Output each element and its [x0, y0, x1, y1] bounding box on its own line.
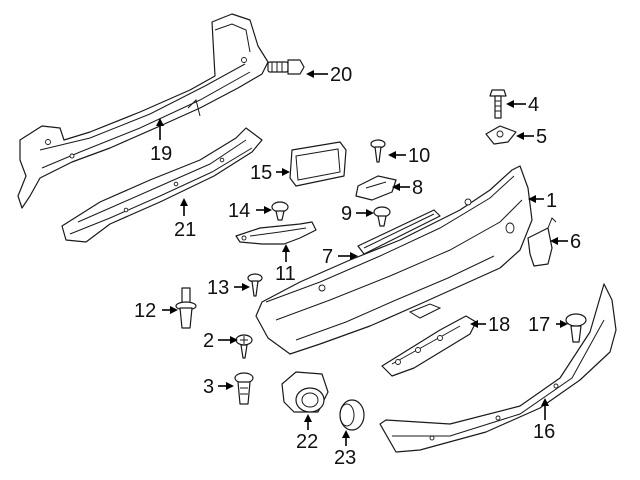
leader-arrow-22 — [304, 414, 312, 430]
callout-13: 13 — [207, 277, 229, 299]
part-14-push-pin — [271, 201, 289, 221]
part-3-fastener — [234, 372, 254, 405]
leader-arrow-3 — [218, 382, 234, 390]
leader-arrow-16 — [541, 398, 549, 420]
part-23-sensor-ring — [339, 399, 365, 431]
leader-arrow-8 — [392, 183, 410, 191]
leader-arrow-13 — [234, 283, 250, 291]
part-19-reinforcement-beam — [17, 13, 269, 209]
callout-10: 10 — [408, 145, 430, 167]
callout-21: 21 — [174, 219, 196, 241]
leader-arrow-2 — [218, 336, 238, 344]
part-4-bolt — [489, 89, 507, 119]
leader-arrow-9 — [356, 209, 374, 217]
leader-arrow-5 — [516, 132, 534, 140]
leader-arrow-21 — [180, 198, 188, 216]
leader-arrow-23 — [342, 430, 350, 446]
leader-arrow-6 — [550, 237, 568, 245]
part-22-parking-sensor — [281, 371, 329, 413]
callout-4: 4 — [528, 94, 539, 116]
part-2-screw — [235, 334, 253, 359]
leader-arrow-11 — [282, 244, 290, 262]
part-9-push-pin — [373, 206, 391, 227]
part-21-energy-absorber — [61, 127, 263, 243]
part-5-clip-nut — [485, 125, 517, 145]
leader-arrow-14 — [256, 206, 272, 214]
part-18-reflector — [381, 315, 477, 377]
leader-arrow-18 — [470, 320, 486, 328]
callout-3: 3 — [203, 376, 214, 398]
callout-20: 20 — [330, 64, 352, 86]
leader-arrow-12 — [162, 306, 178, 314]
callout-7: 7 — [322, 246, 333, 268]
callout-16: 16 — [533, 421, 555, 443]
callout-14: 14 — [228, 200, 250, 222]
part-10-screw — [370, 139, 386, 163]
callout-19: 19 — [150, 143, 172, 165]
callout-labels: 1 2 3 4 5 6 7 8 9 10 11 12 13 14 15 16 1… — [134, 64, 581, 469]
part-1-bumper-cover — [255, 165, 533, 355]
part-11-side-bracket — [235, 221, 317, 245]
leader-arrow-7 — [338, 252, 358, 260]
callout-1: 1 — [546, 190, 557, 212]
part-8-bracket — [355, 175, 397, 201]
leader-arrows — [156, 70, 568, 446]
callout-2: 2 — [203, 330, 214, 352]
part-6-side-bracket — [527, 217, 557, 267]
leader-arrow-4 — [506, 100, 526, 108]
part-15-reflector — [289, 141, 347, 187]
callout-12: 12 — [134, 300, 156, 322]
part-17-push-pin — [565, 313, 587, 343]
callout-11: 11 — [275, 263, 296, 285]
callout-8: 8 — [412, 177, 423, 199]
leader-arrow-10 — [388, 151, 406, 159]
callout-23: 23 — [334, 447, 356, 469]
part-12-retainer — [175, 287, 197, 329]
callout-9: 9 — [341, 203, 352, 225]
leader-arrow-19 — [156, 118, 164, 140]
part-7-trim-strip — [357, 209, 441, 255]
leader-arrow-1 — [528, 195, 544, 203]
leader-arrow-15 — [276, 168, 290, 176]
callout-18: 18 — [488, 314, 510, 336]
callout-6: 6 — [570, 231, 581, 253]
callout-15: 15 — [250, 162, 272, 184]
part-20-bolt — [267, 59, 305, 75]
part-16-lower-trim — [379, 283, 617, 453]
callout-17: 17 — [528, 314, 550, 336]
part-13-screw — [247, 273, 263, 297]
callout-5: 5 — [536, 126, 547, 148]
leader-arrow-20 — [306, 70, 328, 78]
callout-22: 22 — [296, 431, 318, 453]
leader-arrow-17 — [556, 320, 568, 328]
